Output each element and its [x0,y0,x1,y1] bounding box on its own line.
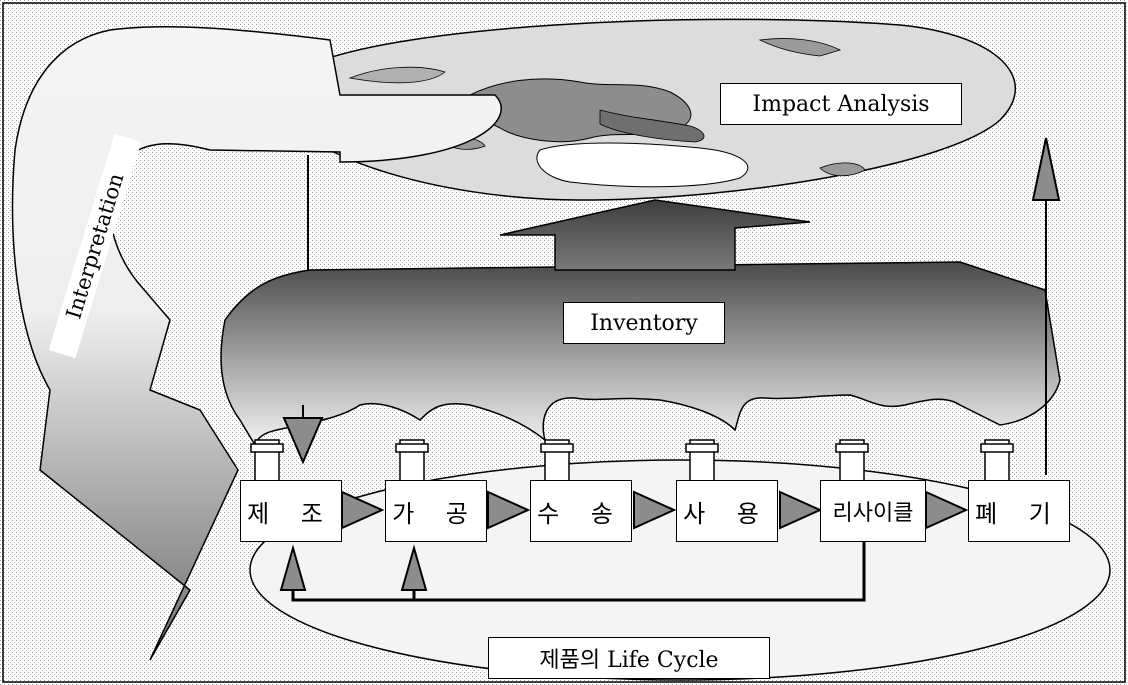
recycle-loop-line [291,540,866,602]
chimneys [250,439,1014,483]
inventory-cloud [220,261,1061,447]
recycle-arrowhead-1 [279,544,307,591]
impact-arrowhead [1031,137,1061,201]
stage-transport: 수 송 [530,480,632,542]
stage-manufacturing: 제 조 [240,480,342,542]
interpretation-arrow [11,25,502,661]
stage-disposal: 폐 기 [968,480,1070,542]
stage-use: 사 용 [676,480,778,542]
life-cycle-label: 제품의 Life Cycle [488,637,770,679]
stage-processing: 가 공 [385,480,487,542]
inventory-label: Inventory [563,302,725,344]
inventory-up-arrow [499,199,811,271]
feedback-arrowhead [282,417,324,465]
impact-analysis-label: Impact Analysis [720,83,962,125]
stage-recycle: 리사이클 [820,480,926,542]
recycle-arrowhead-2 [400,544,428,591]
flow-arrows [341,490,969,530]
